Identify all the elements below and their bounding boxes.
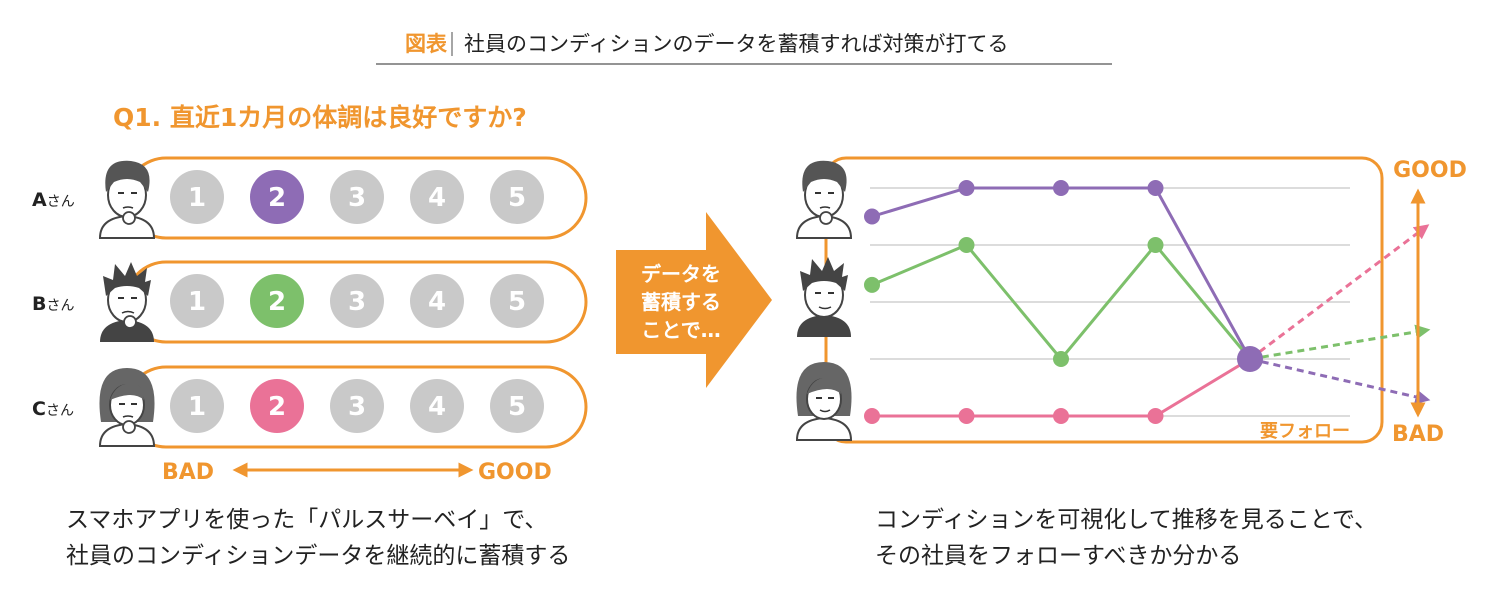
chart-plot-area xyxy=(864,180,1431,424)
survey-bad-label: BAD xyxy=(162,460,214,485)
caption-left: スマホアプリを使った「パルスサーベイ」で、 社員のコンディションデータを継続的に… xyxy=(66,502,570,574)
caption-right-line-2: その社員をフォローすべきか分かる xyxy=(875,543,1242,569)
svg-text:1: 1 xyxy=(188,183,206,213)
arrow-text-line-2: 蓄積する xyxy=(641,290,721,314)
projection-arrow-1 xyxy=(1249,324,1431,361)
header-title: 社員のコンディションのデータを蓄積すれば対策が打てる xyxy=(464,32,1009,56)
answer-option-group: 1 2 3 4 5 xyxy=(170,274,544,328)
data-point xyxy=(1053,180,1069,196)
avatar-woman-icon xyxy=(98,368,156,447)
header-tag: 図表 xyxy=(405,32,448,56)
data-point xyxy=(958,408,975,424)
answer-option-group: 1 2 3 4 5 xyxy=(170,170,544,224)
data-point xyxy=(1053,408,1069,424)
survey-row-a: Aさん 1 2 3 4 5 xyxy=(32,156,588,240)
answer-option-5 xyxy=(490,274,544,328)
data-point xyxy=(958,237,975,253)
svg-text:1: 1 xyxy=(188,287,206,317)
arrow-text-line-1: データを xyxy=(641,262,721,286)
svg-text:3: 3 xyxy=(348,392,366,422)
answer-option-2-selected xyxy=(250,170,304,224)
caption-left-line-2: 社員のコンディションデータを継続的に蓄積する xyxy=(66,543,571,569)
respondent-label: Aさん xyxy=(32,189,75,211)
svg-text:5: 5 xyxy=(508,287,526,317)
survey-row-c: Cさん 1 2 3 4 5 xyxy=(32,365,588,449)
data-point xyxy=(1147,408,1164,424)
caption-right-line-1: コンディションを可視化して推移を見ることで、 xyxy=(875,507,1378,533)
svg-text:2: 2 xyxy=(268,287,286,317)
answer-option-group: 1 2 3 4 5 xyxy=(170,379,544,433)
chart-bad-label: BAD xyxy=(1392,422,1444,447)
survey-row-b: Bさん 1 2 3 4 5 xyxy=(32,260,588,344)
svg-text:3: 3 xyxy=(348,287,366,317)
answer-option-1 xyxy=(170,170,224,224)
answer-option-5 xyxy=(490,379,544,433)
caption-left-line-1: スマホアプリを使った「パルスサーベイ」で、 xyxy=(66,507,548,533)
projection-arrow-2 xyxy=(1249,224,1430,361)
answer-option-1 xyxy=(170,274,224,328)
data-point xyxy=(864,276,880,293)
avatar-man-glasses-icon xyxy=(98,160,156,239)
answer-option-1 xyxy=(170,379,224,433)
svg-text:5: 5 xyxy=(508,392,526,422)
caption-right: コンディションを可視化して推移を見ることで、 その社員をフォローすべきか分かる xyxy=(875,502,1377,574)
arrow-text-line-3: ことで… xyxy=(641,318,720,342)
avatar-man-spiky-icon xyxy=(100,262,154,342)
answer-option-4 xyxy=(410,274,464,328)
svg-text:3: 3 xyxy=(348,183,366,213)
data-point xyxy=(864,408,880,424)
chart-avatar-woman-icon xyxy=(795,362,853,441)
data-point xyxy=(958,180,975,196)
data-point xyxy=(864,208,880,225)
data-point xyxy=(1053,351,1069,367)
convergence-point xyxy=(1237,346,1263,372)
answer-option-3 xyxy=(330,379,384,433)
survey-good-label: GOOD xyxy=(478,460,552,485)
svg-text:1: 1 xyxy=(188,392,206,422)
svg-text:2: 2 xyxy=(268,392,286,422)
svg-text:5: 5 xyxy=(508,183,526,213)
survey-question: Q1. 直近1カ月の体調は良好ですか? xyxy=(113,103,527,132)
answer-option-5 xyxy=(490,170,544,224)
answer-option-3 xyxy=(330,170,384,224)
chart-good-label: GOOD xyxy=(1393,158,1467,183)
answer-option-2-selected xyxy=(250,274,304,328)
answer-option-4 xyxy=(410,170,464,224)
chart-avatar-man-spiky-icon xyxy=(797,257,851,337)
answer-option-3 xyxy=(330,274,384,328)
svg-text:4: 4 xyxy=(428,392,446,422)
chart-frame xyxy=(824,156,1384,444)
data-point xyxy=(1147,180,1164,196)
chart-avatar-man-glasses-icon xyxy=(795,160,853,239)
follow-up-label: 要フォロー xyxy=(1260,421,1350,442)
svg-text:4: 4 xyxy=(428,183,446,213)
svg-text:4: 4 xyxy=(428,287,446,317)
data-point xyxy=(1147,237,1164,253)
answer-option-4 xyxy=(410,379,464,433)
big-right-arrow-icon xyxy=(616,212,772,388)
projection-arrow-0 xyxy=(1249,357,1431,405)
respondent-label: Bさん xyxy=(32,293,74,315)
svg-text:2: 2 xyxy=(268,183,286,213)
respondent-label: Cさん xyxy=(32,398,74,420)
answer-option-2-selected xyxy=(250,379,304,433)
